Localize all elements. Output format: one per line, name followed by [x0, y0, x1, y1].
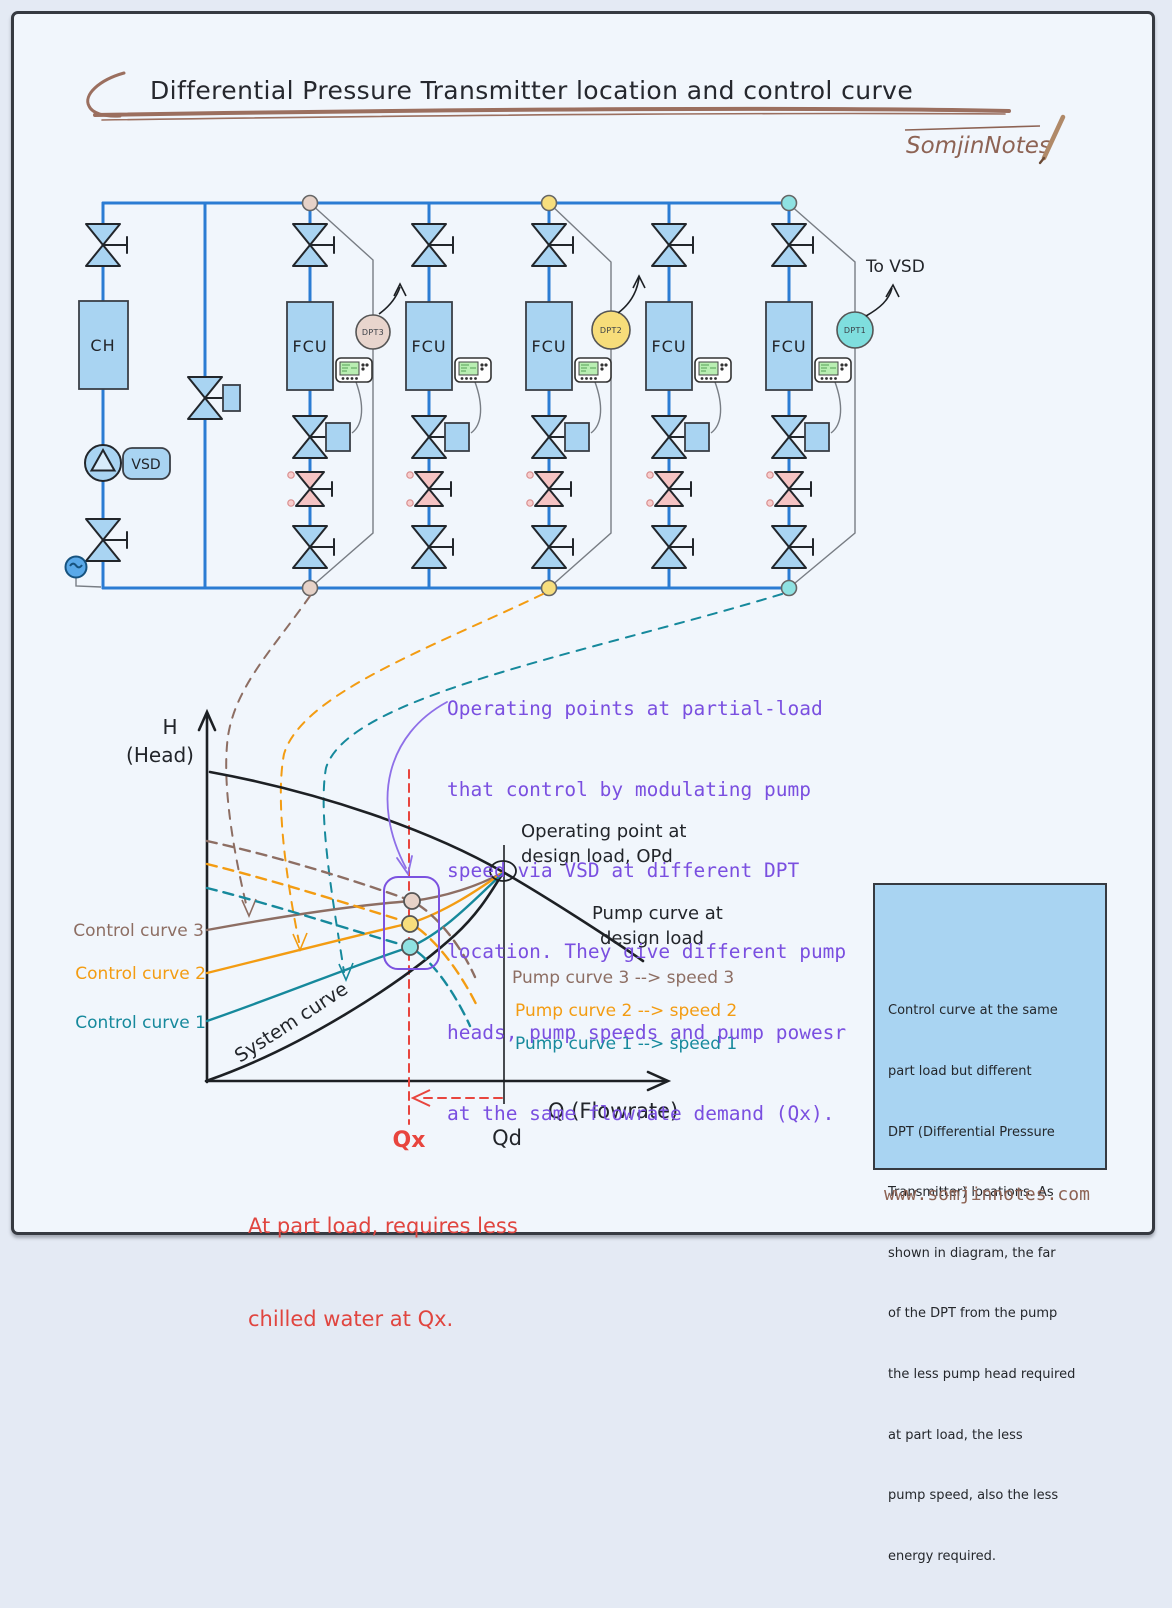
info-line: shown in diagram, the far — [888, 1245, 1056, 1261]
info-line: Control curve at the same — [888, 1003, 1058, 1019]
header-nodes — [301, 194, 798, 597]
hydronic-schematic: CH VSD — [64, 194, 925, 597]
bypass-column — [187, 201, 241, 590]
chiller-box — [78, 300, 129, 390]
info-line: part load but different — [888, 1064, 1032, 1080]
dpt1-sensor: DPT1 To VSD — [836, 257, 925, 349]
page-title: Differential Pressure Transmitter locati… — [150, 76, 913, 105]
control-curve-1-label: Control curve 1 — [75, 1013, 206, 1033]
dpt1-label: DPT1 — [844, 326, 866, 335]
to-vsd-label: To VSD — [865, 257, 925, 277]
control-curve-3-label: Control curve 3 — [73, 921, 204, 941]
brand-overline — [904, 125, 1041, 131]
title-underline — [93, 106, 1011, 117]
fcu-branch-1 — [287, 203, 372, 588]
op-point-dpt2 — [401, 915, 419, 933]
dpt-sensing-lines — [309, 202, 856, 589]
pump-curve-3-label: Pump curve 3 --> speed 3 — [512, 968, 734, 988]
fcu-branch-2 — [406, 203, 491, 588]
dpt3-sensor: DPT3 — [355, 282, 407, 350]
expansion-tank-icon — [64, 555, 88, 579]
fcu-branch-4 — [646, 203, 731, 588]
title-underline-curl — [86, 71, 126, 118]
pump-curve-speed2 — [205, 862, 479, 1008]
note-line: location. They give different pump — [447, 940, 847, 963]
chiller-valve-bottom-icon — [86, 519, 127, 561]
note-line: that control by modulating pump — [447, 778, 811, 801]
pump-curve-1-label: Pump curve 1 --> speed 1 — [515, 1034, 737, 1054]
chiller-column: CH VSD — [64, 201, 171, 590]
website-url: www.somjinnotes.com — [884, 1184, 1090, 1205]
pump-curve-2-label: Pump curve 2 --> speed 2 — [515, 1001, 737, 1021]
system-curve — [207, 871, 505, 1082]
operating-points-box — [383, 876, 440, 970]
note-line: at the same flowrate demand (Qx). — [447, 1102, 835, 1125]
info-box-text: Control curve at the same part load but … — [888, 961, 1075, 1608]
op-point-dpt1 — [401, 938, 419, 956]
opd-label-line2: design load, OPd — [521, 846, 673, 867]
y-axis-name: (Head) — [126, 743, 194, 767]
x-axis-label: Q (Flowrate) — [548, 1099, 678, 1123]
part-load-note: At part load, requires less chilled wate… — [248, 1149, 518, 1366]
fcu-branch-5 — [766, 203, 851, 588]
opd-label-line1: Operating point at — [521, 821, 686, 842]
opd-marker — [489, 860, 517, 882]
info-line: pump speed, also the less — [888, 1488, 1059, 1504]
qx-label: Qx — [393, 1128, 426, 1153]
note-line: speed via VSD at different DPT — [447, 859, 800, 882]
purple-arrow — [386, 701, 448, 869]
vsd-label: VSD — [131, 457, 160, 473]
control-curve-2-label: Control curve 2 — [75, 964, 206, 984]
pump-icon — [84, 444, 122, 482]
pump-curve-speed1 — [205, 886, 472, 1028]
op-point-dpt3 — [403, 892, 421, 910]
note-line: At part load, requires less — [248, 1214, 518, 1238]
pump-design-label-line2: design load — [600, 928, 704, 949]
info-line: Transmitter) locations. As — [888, 1185, 1054, 1201]
dpt3-label: DPT3 — [362, 328, 384, 337]
bypass-actuator — [222, 384, 241, 412]
fcu-branch-3 — [526, 203, 611, 588]
diagram-canvas: FCU Differential Pressure Transmitter lo… — [64, 71, 1066, 1153]
pencil-icon — [1038, 114, 1066, 165]
info-line: at part load, the less — [888, 1427, 1023, 1443]
vsd-box — [122, 447, 171, 480]
chiller-valve-top-icon — [86, 224, 127, 266]
info-line: of the DPT from the pump — [888, 1306, 1058, 1322]
brand-signature: SomjinNotes — [906, 133, 1051, 159]
info-box: Control curve at the same part load but … — [873, 883, 1107, 1564]
note-line: Operating points at partial-load — [447, 697, 823, 720]
qd-label: Qd — [492, 1126, 522, 1150]
control-curve-1 — [205, 872, 504, 1023]
control-curve-3 — [205, 871, 504, 932]
note-line: heads, pump speeds and pump powesr — [447, 1021, 847, 1044]
note-line: chilled water at Qx. — [248, 1307, 454, 1331]
info-line: energy required. — [888, 1548, 997, 1564]
info-line: the less pump head required — [888, 1367, 1076, 1383]
pump-design-label-line1: Pump curve at — [592, 903, 723, 924]
hq-chart: H (Head) Q (Flowrate) Qx Qd Operating po… — [73, 701, 737, 1153]
pump-curve-speed3 — [205, 839, 477, 979]
chiller-label: CH — [90, 336, 115, 355]
y-axis-symbol: H — [162, 715, 177, 739]
dpt2-sensor: DPT2 — [591, 274, 646, 350]
operating-points-note: Operating points at partial-load that co… — [447, 641, 846, 1154]
info-line: DPT (Differential Pressure — [888, 1124, 1055, 1140]
dpt-drop-curves — [225, 593, 783, 983]
pump-curve-design — [208, 770, 645, 963]
dpt2-label: DPT2 — [600, 326, 622, 335]
